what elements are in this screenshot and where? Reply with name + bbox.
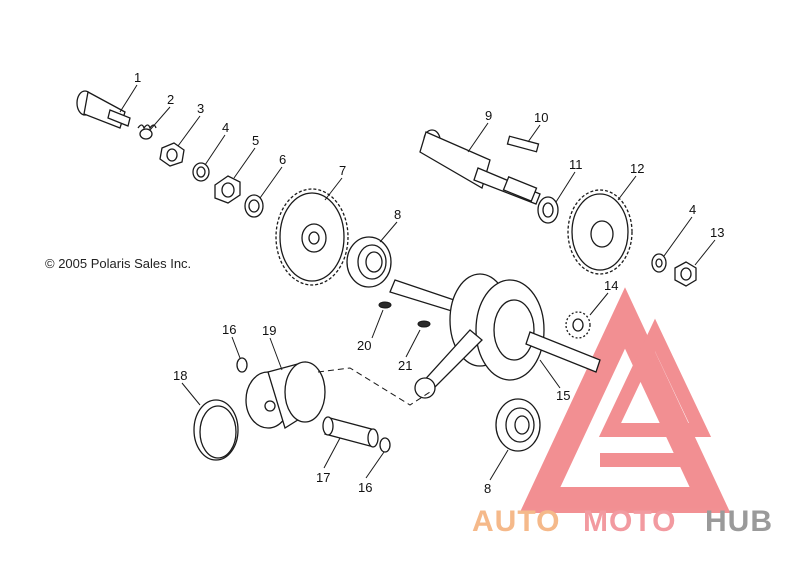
callout-8-lower: 8 <box>484 481 491 496</box>
part-17-piston-pin <box>322 416 379 448</box>
watermark-moto: MOTO <box>583 505 676 538</box>
callout-13: 13 <box>710 225 724 240</box>
part-4-washer <box>192 162 210 182</box>
part-5-nut <box>214 175 241 204</box>
callout-3: 3 <box>197 101 204 116</box>
part-1-shaft-pin <box>76 90 131 129</box>
part-11-bushing <box>537 196 559 224</box>
part-7-gear <box>275 188 349 286</box>
callout-5: 5 <box>252 133 259 148</box>
watermark-auto: AUTO <box>472 505 560 538</box>
callout-19: 19 <box>262 323 276 338</box>
part-15-crankshaft <box>389 273 601 399</box>
part-8-bearing-upper <box>346 236 392 288</box>
callout-1: 1 <box>134 70 141 85</box>
part-2-spring <box>137 124 157 140</box>
callout-20: 20 <box>357 338 371 353</box>
part-9-camshaft <box>419 129 541 205</box>
watermark-hub: HUB <box>705 505 773 538</box>
part-16-clip-upper <box>236 357 248 373</box>
part-18-piston-rings <box>193 399 239 461</box>
part-8-bearing-lower <box>495 398 541 452</box>
leader-lines <box>119 84 716 481</box>
part-3-hex-nut <box>159 142 185 167</box>
part-13-nut <box>674 261 697 287</box>
callout-16-lower: 16 <box>358 480 372 495</box>
callout-21: 21 <box>398 358 412 373</box>
part-14-sprocket <box>565 311 591 339</box>
part-21-key <box>417 320 431 328</box>
callout-11: 11 <box>569 157 583 172</box>
callout-4-right: 4 <box>689 202 696 217</box>
callout-9: 9 <box>485 108 492 123</box>
callout-16-upper: 16 <box>222 322 236 337</box>
alignment-line <box>317 367 431 406</box>
callout-2: 2 <box>167 92 174 107</box>
part-6-washer <box>244 194 264 218</box>
callout-10: 10 <box>534 110 548 125</box>
callout-numbers: 1 2 3 4 5 6 7 8 9 10 11 12 4 13 14 15 16… <box>134 70 724 496</box>
part-20-key <box>378 301 392 309</box>
watermark-logo <box>519 287 731 513</box>
part-10-key <box>506 135 540 153</box>
callout-17: 17 <box>316 470 330 485</box>
callout-14: 14 <box>604 278 618 293</box>
callout-8: 8 <box>394 207 401 222</box>
callout-4: 4 <box>222 120 229 135</box>
part-4-washer-right <box>651 253 667 273</box>
callout-12: 12 <box>630 161 644 176</box>
copyright-text: © 2005 Polaris Sales Inc. <box>45 256 191 271</box>
callout-6: 6 <box>279 152 286 167</box>
callout-15: 15 <box>556 388 570 403</box>
callout-18: 18 <box>173 368 187 383</box>
part-12-gear <box>567 189 633 275</box>
watermark-wordmark: AUTO MOTO HUB <box>472 505 773 538</box>
part-19-piston <box>245 361 326 430</box>
part-16-clip-lower <box>379 437 391 453</box>
callout-7: 7 <box>339 163 346 178</box>
